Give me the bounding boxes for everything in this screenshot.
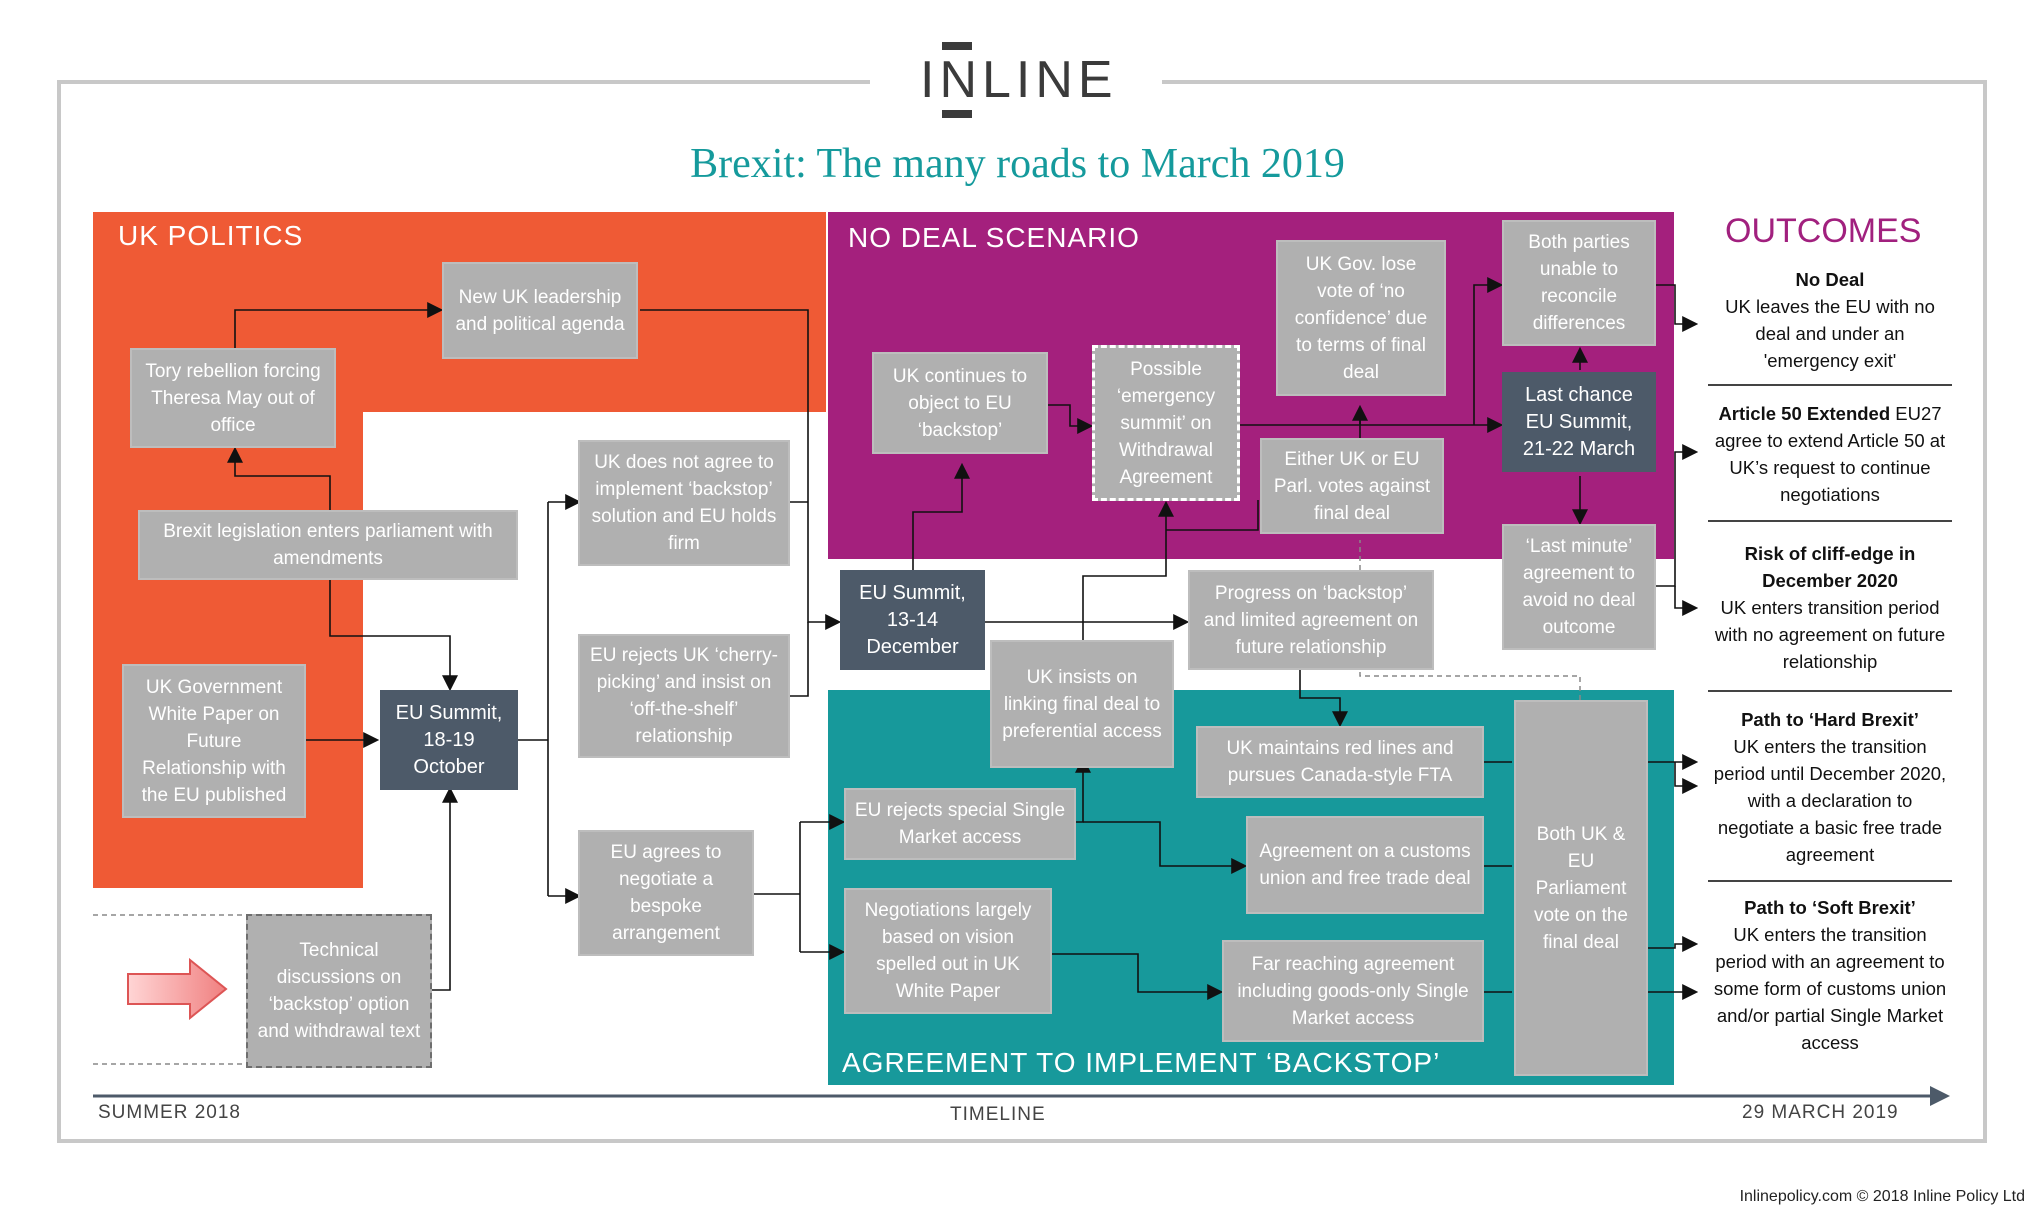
box-both-parties-unable: Both parties unable to reconcile differe… [1502, 220, 1656, 346]
box-technical-discussions: Technical discussions on ‘backstop’ opti… [246, 914, 432, 1068]
outcome-text: UK leaves the EU with no deal and under … [1725, 296, 1935, 371]
box-uk-red-lines: UK maintains red lines and pursues Canad… [1196, 726, 1484, 798]
outcome-heading: Article 50 Extended [1718, 403, 1891, 424]
outcomes-title: OUTCOMES [1725, 212, 1922, 250]
box-eu-rejects-cherry-picking: EU rejects UK ‘cherry-picking’ and insis… [578, 634, 790, 758]
box-progress-backstop: Progress on ‘backstop’ and limited agree… [1188, 570, 1434, 670]
box-last-minute-agreement: ‘Last minute’ agreement to avoid no deal… [1502, 524, 1656, 650]
backstop-label: AGREEMENT TO IMPLEMENT ‘BACKSTOP’ [842, 1047, 1441, 1078]
box-uk-white-paper: UK Government White Paper on Future Rela… [122, 664, 306, 818]
outcome-text: UK enters the transition period with an … [1713, 924, 1947, 1053]
no-deal-label: NO DEAL SCENARIO [848, 222, 1140, 253]
box-uk-insists-linking: UK insists on linking final deal to pref… [990, 640, 1174, 768]
box-emergency-summit: Possible ‘emergency summit’ on Withdrawa… [1092, 345, 1240, 501]
logo-bar-bottom [942, 110, 972, 118]
pink-arrow-icon [127, 958, 228, 1020]
outcome-article-50: Article 50 Extended EU27 agree to extend… [1708, 400, 1952, 508]
box-eu-agrees-bespoke: EU agrees to negotiate a bespoke arrange… [578, 830, 754, 956]
outcome-heading: Path to ‘Hard Brexit’ [1741, 709, 1919, 730]
footer-copyright: Inlinepolicy.com © 2018 Inline Policy Lt… [1739, 1188, 2025, 1205]
box-negotiations-vision: Negotiations largely based on vision spe… [844, 888, 1052, 1014]
outcome-text: EU27 agree to extend Article 50 at UK’s … [1714, 403, 1946, 505]
box-brexit-legislation: Brexit legislation enters parliament wit… [138, 510, 518, 580]
box-eu-summit-october: EU Summit, 18-19 October [380, 690, 518, 790]
timeline-end: 29 MARCH 2019 [1742, 1102, 1899, 1123]
box-eu-summit-december: EU Summit, 13-14 December [840, 570, 985, 670]
outcome-heading: Path to ‘Soft Brexit’ [1744, 897, 1916, 918]
outcome-divider [1708, 520, 1952, 522]
outcome-no-deal: No Deal UK leaves the EU with no deal an… [1708, 266, 1952, 374]
box-tory-rebellion: Tory rebellion forcing Theresa May out o… [130, 348, 336, 448]
inline-logo: INLINE [920, 32, 1118, 118]
uk-politics-label: UK POLITICS [118, 220, 304, 251]
box-uk-continues-object: UK continues to object to EU ‘backstop’ [872, 352, 1048, 454]
box-both-parliament-vote: Both UK & EU Parliament vote on the fina… [1514, 700, 1648, 1076]
logo-text: INLINE [920, 51, 1118, 109]
outcome-divider [1708, 690, 1952, 692]
outcome-soft-brexit: Path to ‘Soft Brexit’ UK enters the tran… [1708, 894, 1952, 1056]
box-customs-union: Agreement on a customs union and free tr… [1246, 816, 1484, 914]
outcome-heading: Risk of cliff-edge in December 2020 [1744, 543, 1916, 591]
outcome-text: UK enters transition period with no agre… [1714, 597, 1946, 672]
box-either-votes-against: Either UK or EU Parl. votes against fina… [1260, 438, 1444, 534]
page-title: Brexit: The many roads to March 2019 [690, 141, 1345, 187]
outcome-heading: No Deal [1795, 269, 1865, 290]
box-new-uk-leadership: New UK leadership and political agenda [442, 262, 638, 359]
logo-gap [870, 64, 1162, 104]
box-last-chance-summit: Last chance EU Summit, 21-22 March [1502, 372, 1656, 472]
timeline-label: TIMELINE [950, 1104, 1046, 1125]
timeline-start: SUMMER 2018 [98, 1102, 241, 1123]
logo-bar-top [942, 42, 972, 50]
box-uk-gov-lose-vote: UK Gov. lose vote of ‘no confidence’ due… [1276, 240, 1446, 396]
outcome-hard-brexit: Path to ‘Hard Brexit’ UK enters the tran… [1708, 706, 1952, 868]
outcome-cliff-edge: Risk of cliff-edge in December 2020 UK e… [1708, 540, 1952, 675]
box-uk-not-agree: UK does not agree to implement ‘backstop… [578, 440, 790, 566]
outcome-divider [1708, 384, 1952, 386]
box-far-reaching: Far reaching agreement including goods-o… [1222, 940, 1484, 1042]
outcome-text: UK enters the transition period until De… [1713, 736, 1947, 865]
box-eu-rejects-special: EU rejects special Single Market access [844, 788, 1076, 860]
outcome-divider [1708, 880, 1952, 882]
